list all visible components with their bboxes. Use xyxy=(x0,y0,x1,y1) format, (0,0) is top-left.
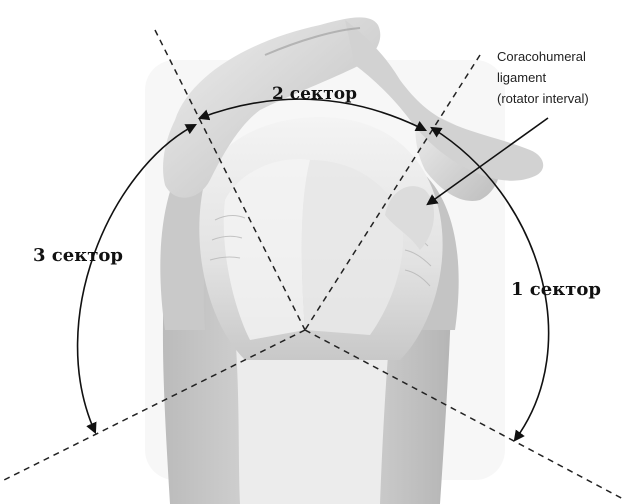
sector-3-label: 3 сектор xyxy=(33,245,123,266)
annotation-line-1: Coracohumeral xyxy=(497,49,586,64)
sector-2-label: 2 сектор xyxy=(272,84,357,104)
sector-1-label: 1 сектор xyxy=(511,279,601,300)
annotation-line-3: (rotator interval) xyxy=(497,91,589,106)
humeral-head xyxy=(199,117,442,360)
annotation-line-2: ligament xyxy=(497,70,547,85)
